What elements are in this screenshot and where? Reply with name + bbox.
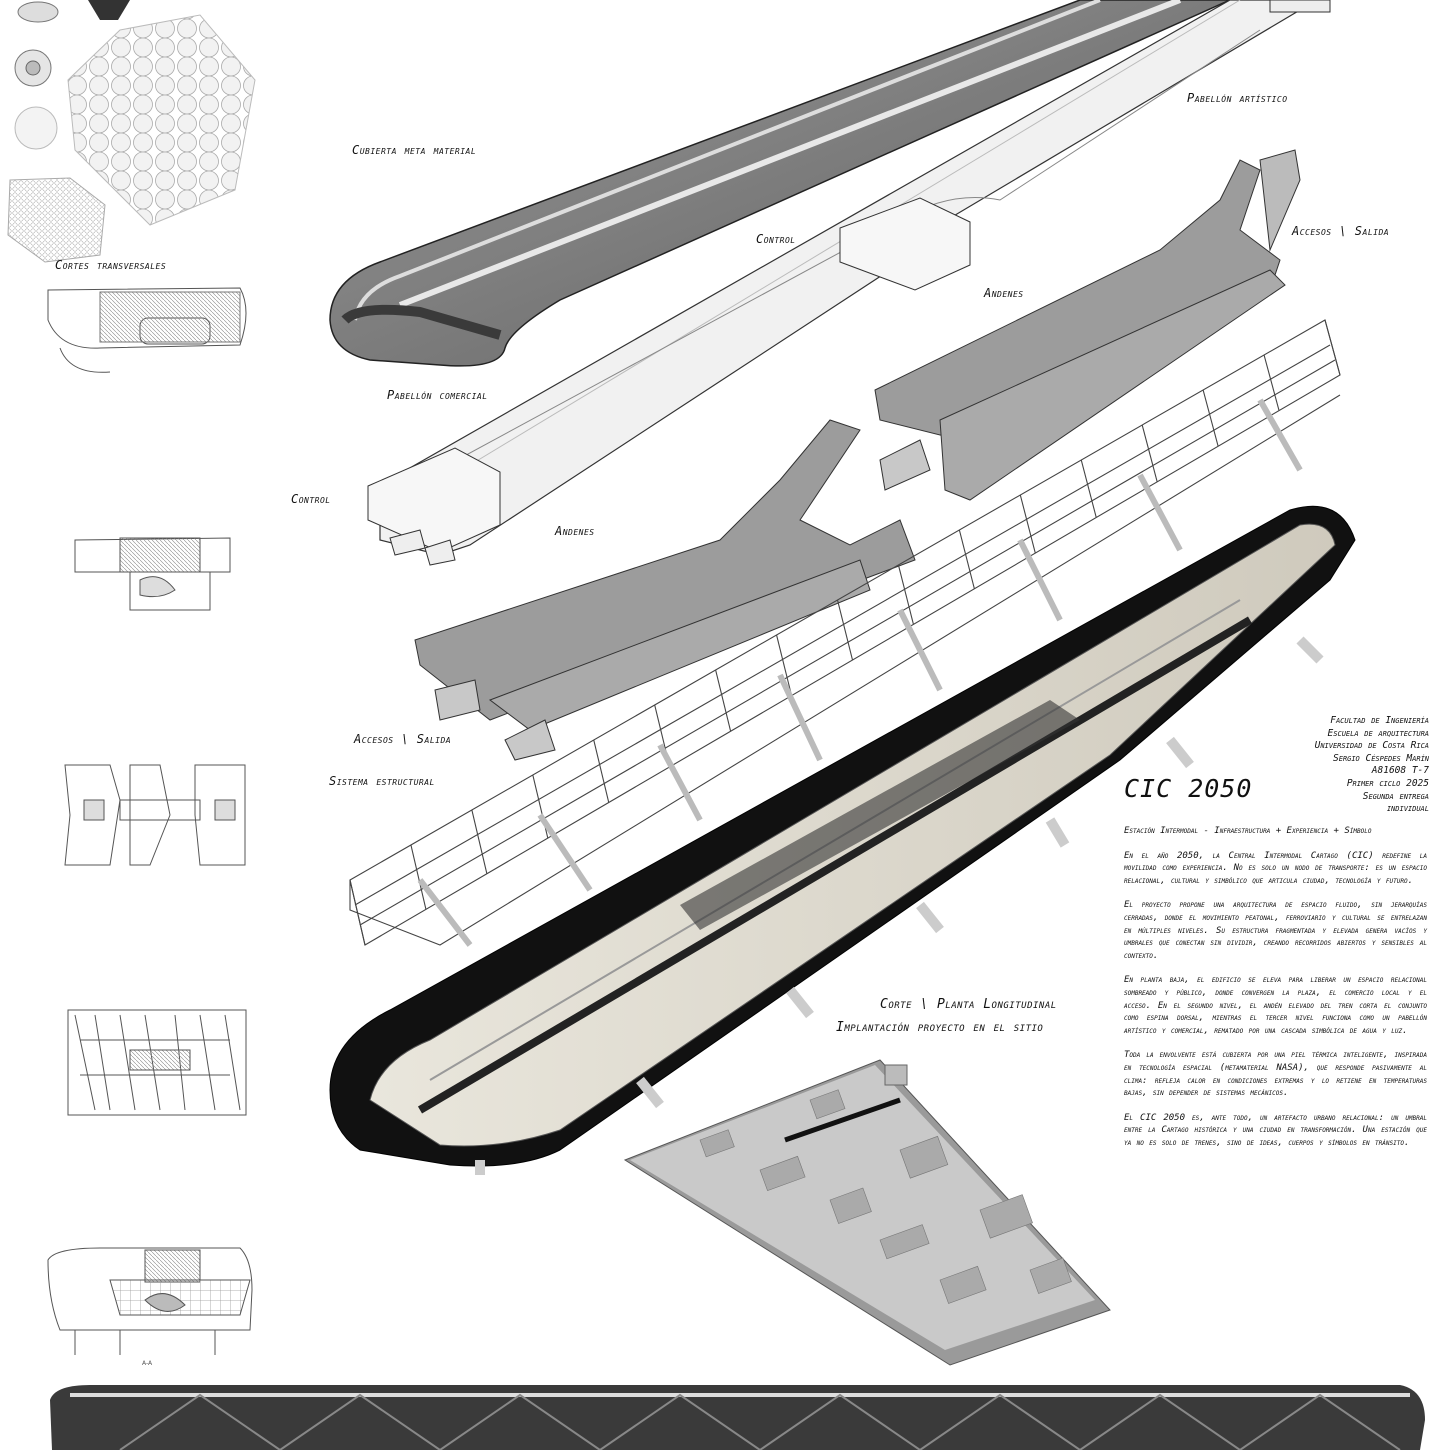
label-cortes-transversales: Cortes transversales [55, 258, 167, 272]
label-corte-planta-longitudinal: Corte \ Planta Longitudinal [880, 997, 1057, 1012]
project-description: Estación Intermodal - Infraestructura + … [1124, 825, 1427, 1161]
project-title: CIC 2050 [1124, 774, 1253, 803]
site-model [623, 1059, 1111, 1366]
label-pabellon-comercial: Pabellón comercial [387, 388, 488, 402]
credit-term: Primer ciclo 2025 [1346, 777, 1429, 789]
credit-faculty: Facultad de Ingeniería [1330, 715, 1429, 726]
section-1 [47, 287, 247, 373]
label-control-bottom: Control [291, 492, 331, 506]
credit-university: Universidad de Costa Rica [1314, 740, 1429, 752]
credit-mode: individual [1386, 803, 1429, 815]
truss-bay-line [410, 844, 427, 910]
truss-bay-line [1202, 389, 1219, 447]
platforms-upper [874, 149, 1301, 501]
truss-bay-line [1324, 319, 1341, 376]
section-4 [67, 1009, 247, 1116]
truss-bay-line [471, 809, 488, 874]
label-accesos-salida-top: Accesos \ Salida [1292, 224, 1390, 238]
project-subtitle: Estación Intermodal - Infraestructura + … [1124, 826, 1372, 836]
credit-author: Sergio Céspedes Marín [1332, 752, 1429, 764]
pavilion-commercial-artistic [367, 0, 1331, 566]
label-cubierta-meta-material: Cubierta meta material [352, 143, 477, 157]
label-sistema-estructural: Sistema estructural [329, 774, 435, 788]
truss-bay-line [1019, 494, 1036, 554]
paragraph-2: El proyecto propone una arquitectura de … [1124, 900, 1427, 961]
label-pabellon-artistico: Pabellón artístico [1187, 91, 1288, 105]
paragraph-3: En planta baja, el edificio se eleva par… [1124, 975, 1427, 1036]
metamaterial-samples [7, 0, 256, 263]
section-aa-label: A-A [142, 1360, 153, 1367]
section-2 [74, 537, 231, 611]
paragraph-1: En el año 2050, la Central Intermodal Ca… [1124, 850, 1427, 886]
label-andenes-top: Andenes [984, 286, 1024, 300]
roof-metamaterial [329, 0, 1231, 367]
credit-carne: A81608 T-7 [1371, 765, 1429, 777]
section-5 [47, 1247, 253, 1355]
label-control-top: Control [756, 232, 796, 246]
truss-bay-line [1141, 424, 1158, 483]
credit-school: Escuela de arquitectura [1327, 727, 1429, 739]
truss-bay-line [715, 669, 732, 732]
truss-bay-line [1263, 354, 1280, 411]
structural-system [349, 319, 1341, 947]
platforms-lower [414, 419, 916, 761]
credits-block: Facultad de Ingeniería Escuela de arquit… [1315, 715, 1429, 816]
section-3 [64, 764, 246, 866]
label-andenes-bottom: Andenes [555, 524, 595, 538]
cross-sections [47, 287, 253, 1355]
station-longitudinal-section [329, 505, 1356, 1175]
truss-bay-line [776, 634, 793, 696]
truss-bay-line [958, 529, 975, 589]
truss-bay-line [836, 599, 854, 661]
label-implantacion: Implantación proyecto en el sitio [836, 1020, 1044, 1035]
truss-bay-line [897, 564, 914, 625]
paragraph-4: Toda la envolvente está cubierta por una… [1124, 1050, 1427, 1099]
paragraph-5: El CIC 2050 es, ante todo, un artefacto … [1124, 1112, 1427, 1148]
truss-bay-line [349, 879, 366, 946]
truss-bay-line [1080, 459, 1097, 518]
credit-delivery: Segunda entrega [1362, 790, 1429, 802]
label-accesos-salida-bottom: Accesos \ Salida [354, 732, 452, 746]
truss-bay-line [593, 739, 610, 803]
bottom-perspective-strip [50, 1385, 1425, 1450]
